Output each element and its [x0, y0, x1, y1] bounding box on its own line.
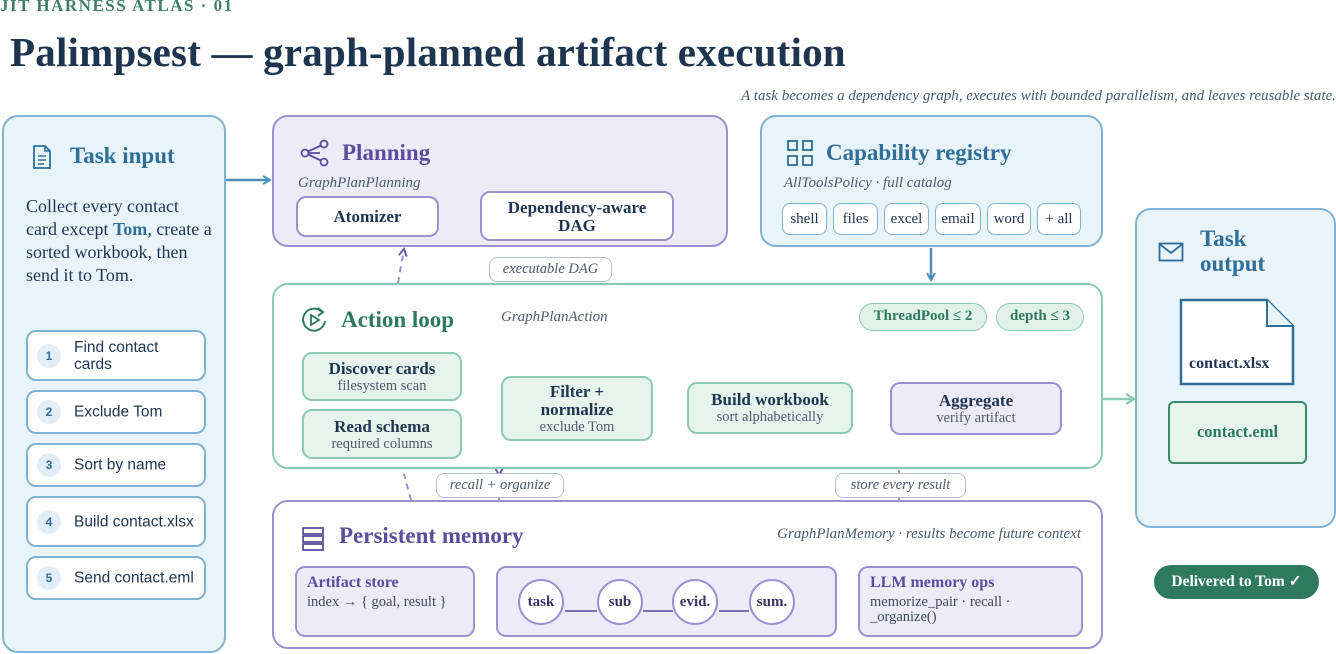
memory-title: Persistent memory	[339, 523, 524, 548]
memory-panel: Persistent memory GraphPlanMemory · resu…	[272, 500, 1103, 649]
chain-node-evid: evid.	[672, 579, 718, 625]
chain-node-sub: sub	[597, 579, 643, 625]
tool-chip-email: email	[935, 203, 981, 235]
eml-file: contact.eml	[1168, 401, 1307, 464]
edge-memory-loop-recall	[403, 473, 412, 501]
task-output-title: Task output	[1200, 226, 1266, 276]
task-output-panel: Task output contact.xlsx contact.eml Del…	[1135, 208, 1336, 599]
chain-node-task: task	[518, 579, 564, 625]
envelope-icon	[1158, 242, 1184, 262]
registry-title: Capability registry	[826, 140, 1012, 165]
planning-title: Planning	[342, 140, 431, 165]
edge-loop-planning	[397, 249, 404, 284]
eml-file-name: contact.eml	[1196, 422, 1279, 441]
build-node: Build workbook sort alphabetically	[687, 382, 853, 434]
chain-link	[565, 610, 597, 612]
task-input-panel: Task input Collect every contact card ex…	[2, 115, 226, 653]
step-item: 2 Exclude Tom	[26, 390, 206, 434]
step-item: 5 Send contact.eml	[26, 556, 206, 600]
action-loop-title: Action loop	[341, 307, 455, 332]
memory-chain-box: task sub evid. sum.	[496, 566, 837, 637]
xlsx-file-name: contact.xlsx	[1189, 355, 1270, 372]
task-description: Collect every contact card except Tom, c…	[26, 196, 212, 285]
filter-node: Filter + normalize exclude Tom	[501, 376, 653, 441]
tool-chip-all: + all	[1037, 203, 1081, 235]
registry-panel: Capability registry AllToolsPolicy · ful…	[760, 115, 1103, 247]
tool-chip-shell: shell	[782, 203, 827, 235]
chain-node-sum: sum.	[749, 579, 795, 625]
step-item: 1 Find contact cards	[26, 330, 206, 381]
grid-icon	[787, 140, 813, 166]
tool-chip-excel: excel	[884, 203, 929, 235]
planning-subtitle: GraphPlanPlanning	[298, 175, 421, 191]
discover-node: Discover cards filesystem scan	[302, 352, 462, 401]
xlsx-file-icon	[1179, 298, 1295, 386]
task-input-title: Task input	[70, 143, 175, 168]
schema-node: Read schema required columns	[302, 409, 462, 459]
depth-pill: depth ≤ 3	[996, 303, 1084, 331]
server-stack-icon	[302, 527, 324, 551]
chain-link	[719, 610, 749, 612]
step-item: 4 Build contact.xlsx	[26, 496, 206, 547]
tool-chip-word: word	[987, 203, 1031, 235]
delivered-badge: Delivered to Tom ✓	[1154, 565, 1319, 599]
document-icon	[33, 145, 51, 169]
chain-link	[643, 610, 673, 612]
page-subtitle: A task becomes a dependency graph, execu…	[741, 88, 1336, 104]
tool-chip-files: files	[833, 203, 878, 235]
step-item: 3 Sort by name	[26, 443, 206, 487]
artifact-store-box: Artifact store index → { goal, result }	[295, 566, 475, 637]
edge-label-store: store every result	[835, 473, 966, 498]
action-loop-subtitle: GraphPlanAction	[501, 309, 608, 325]
task-highlight-name: Tom	[112, 219, 148, 239]
page-title: Palimpsest — graph-planned artifact exec…	[10, 29, 846, 75]
threadpool-pill: ThreadPool ≤ 2	[859, 303, 987, 331]
action-loop-panel: Action loop GraphPlanAction ThreadPool ≤…	[272, 283, 1103, 469]
edge-label-recall: recall + organize	[436, 473, 564, 498]
registry-subtitle: AllToolsPolicy · full catalog	[784, 175, 952, 191]
loop-play-icon	[302, 307, 326, 332]
llm-memory-ops-box: LLM memory ops memorize_pair · recall · …	[858, 566, 1083, 637]
eyebrow: JIT HARNESS ATLAS · 01	[0, 0, 234, 15]
planning-panel: Planning GraphPlanPlanning Atomizer Depe…	[272, 115, 728, 247]
memory-subtitle: GraphPlanMemory · results become future …	[777, 526, 1081, 542]
aggregate-node: Aggregate verify artifact	[890, 382, 1062, 435]
atomizer-node: Atomizer	[296, 196, 439, 237]
edge-label-dag: executable DAG	[489, 257, 612, 282]
share-graph-icon	[300, 139, 329, 167]
dag-node: Dependency-aware DAG	[480, 191, 674, 241]
